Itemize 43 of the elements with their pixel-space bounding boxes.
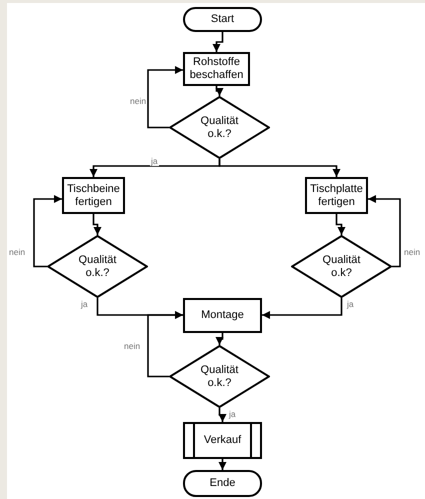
arrow <box>33 195 62 268</box>
terminal-shape <box>183 7 262 32</box>
arrow <box>218 159 340 177</box>
process-box <box>62 177 125 214</box>
subprocess-box <box>183 422 262 459</box>
edge-label: ja <box>228 409 237 419</box>
arrow <box>92 214 102 235</box>
edge-label: ja <box>346 299 355 309</box>
arrow <box>147 66 183 128</box>
edge-label: nein <box>8 247 26 257</box>
edge-label: ja <box>150 156 159 166</box>
edge-label: nein <box>403 247 422 257</box>
decision-diamond <box>291 235 392 298</box>
arrow <box>336 214 346 235</box>
arrow <box>218 459 226 470</box>
node-text: Qualität o.k.? <box>78 254 118 280</box>
edge-label: nein <box>129 96 148 106</box>
node-text: Rohstoffe beschaffen <box>189 56 244 82</box>
arrow <box>147 311 183 378</box>
arrow <box>262 298 342 319</box>
decision-diamond <box>47 235 148 298</box>
node-text: Qualität o.k.? <box>200 364 240 390</box>
arrow <box>212 32 224 52</box>
edge-label: nein <box>123 341 142 351</box>
node-text: Tischplatte fertigen <box>310 182 363 208</box>
node-text: Verkauf <box>204 434 242 447</box>
node-text: Montage <box>201 309 244 322</box>
decision-diamond <box>169 345 270 408</box>
node-text: Start <box>210 13 234 26</box>
node-text: Qualität o.k? <box>322 254 362 280</box>
edge-label: ja <box>80 299 89 309</box>
arrow <box>368 195 401 268</box>
arrow <box>216 86 224 96</box>
decision-diamond <box>169 96 270 159</box>
process-box <box>183 298 262 333</box>
process-box <box>183 52 250 86</box>
node-text: Ende <box>210 477 236 490</box>
node-text: Tischbeine fertigen <box>67 182 120 208</box>
arrow <box>216 333 224 345</box>
process-box <box>305 177 368 214</box>
node-text: Qualität o.k.? <box>200 114 240 140</box>
arrow <box>218 408 226 422</box>
terminal-shape <box>183 470 262 497</box>
